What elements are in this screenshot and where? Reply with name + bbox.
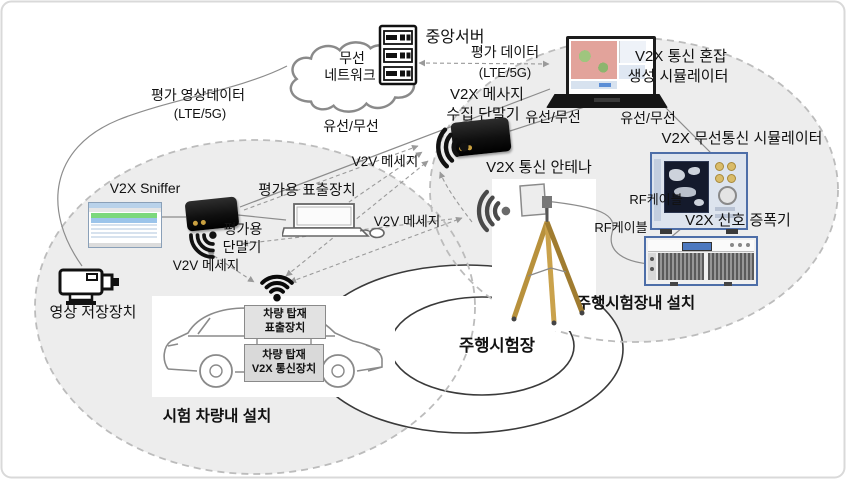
congestion-sim-label-line2: 생성 시뮬레이터: [627, 68, 729, 85]
server-label: 중앙서버: [425, 29, 485, 46]
msg-collector-label-line1: V2X 메사지: [450, 86, 524, 103]
vehicle-zone-border: [34, 139, 476, 475]
amplifier-icon: [644, 236, 758, 286]
wired-wireless-label-2: 유선/무선: [620, 110, 676, 126]
video-data-label-line1: 평가 영상데이터: [150, 87, 246, 103]
link-antenna-collector: [439, 171, 473, 223]
antenna-label: V2X 통신 안테나: [486, 159, 592, 176]
cloud-label-line1: 무선: [339, 50, 365, 66]
car-comm-label-line2: V2X 통신장치: [251, 363, 317, 375]
wired-wireless-label-3: 유선/무선: [323, 118, 379, 134]
eval-data-label-line1: 평가 데이터: [470, 44, 540, 60]
antenna-tripod-icon: [511, 183, 585, 326]
car-wifi-icon: [260, 274, 294, 302]
eval-terminal-wifi-icon: [189, 231, 217, 259]
sniffer-label: V2X Sniffer: [109, 180, 181, 196]
v2v-message-label-3: V2V 메세지: [172, 258, 240, 273]
car-comm-label-line1: 차량 탑재: [262, 349, 306, 362]
wireless-sim-label: V2X 무선통신 시뮬레이터: [661, 130, 823, 147]
wired-wireless-label-1: 유선/무선: [525, 109, 581, 125]
eval-display-label: 평가용 표출장치: [258, 183, 356, 199]
car-display-label-line2: 표출장치: [264, 322, 306, 334]
video-recorder-label: 영상 저장장치: [49, 304, 137, 321]
link-eval-data: [418, 59, 550, 68]
eval-terminal-label-line2: 단말기: [222, 239, 262, 255]
car-display-box: 차량 탑재 표출장치: [244, 305, 326, 339]
link-car-antenna: [289, 217, 463, 283]
rf-cable-label-2: RF케이블: [594, 220, 648, 235]
link-laptop-wsim: [657, 99, 719, 161]
track-zone-label: 주행시험장내 설치: [576, 295, 696, 312]
eval-terminal-label-line1: 평가용: [223, 221, 263, 237]
v2v-message-label-1: V2V 메세지: [351, 154, 419, 169]
mouse-icon: [369, 227, 385, 239]
car-icon: [163, 307, 383, 388]
signal-amp-label: V2X 신호 증폭기: [685, 212, 791, 229]
camera-icon: [58, 268, 119, 305]
eval-data-label-line2: (LTE/5G): [478, 65, 532, 80]
vehicle-zone-label: 시험 차량내 설치: [162, 408, 272, 425]
congestion-simulator-laptop-icon: [546, 36, 668, 110]
car-display-label-line1: 차량 탑재: [263, 308, 307, 321]
link-terminal-car: [207, 251, 255, 283]
msg-collector-wifi-icon: [436, 127, 469, 169]
link-video-data-curve: [57, 65, 288, 267]
video-data-label-line2: (LTE/5G): [173, 106, 227, 121]
link-rf-antenna-amp: [544, 200, 651, 265]
car-comm-box: 차량 탑재 V2X 통신장치: [244, 344, 324, 382]
server-icon: [378, 24, 418, 86]
cloud-label-line2: 네트워크: [324, 67, 376, 83]
link-terminal-display: [237, 214, 287, 221]
rf-cable-label-1: RF케이블: [629, 192, 683, 207]
track-label: 주행시험장: [459, 337, 535, 355]
wireless-simulator-icon: [650, 152, 748, 234]
antenna-wifi-icon: [476, 189, 511, 233]
eval-display-laptop-icon: [282, 203, 385, 239]
congestion-sim-label-line1: V2X 통신 혼잡: [635, 48, 727, 65]
sniffer-window-icon: [88, 202, 162, 248]
v2v-message-label-2: V2V 메세지: [373, 214, 441, 229]
